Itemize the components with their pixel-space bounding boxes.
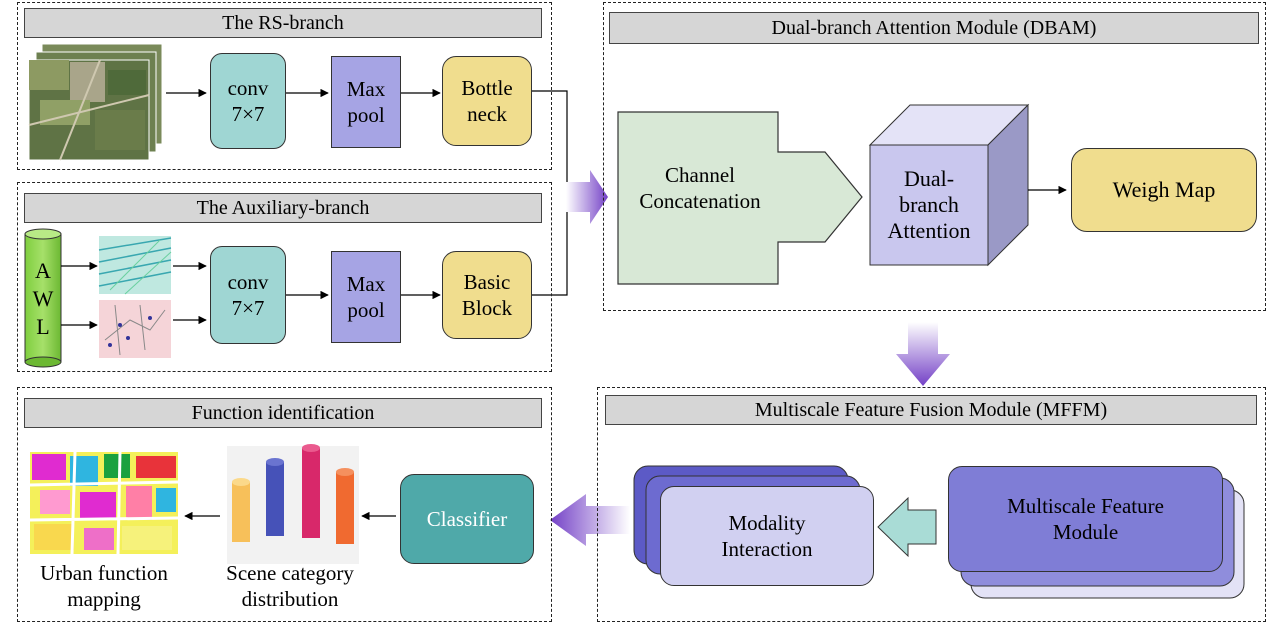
function-id-panel: Function identification: [17, 387, 552, 622]
merge-arrow: [566, 170, 608, 224]
mffm-panel: Multiscale Feature Fusion Module (MFFM): [597, 387, 1266, 622]
aux-maxpool-block: Max pool: [331, 251, 401, 343]
dual-branch-attention-label: Dual- branch Attention: [887, 166, 971, 243]
satellite-image-stack: [28, 43, 163, 161]
weigh-map-block: Weigh Map: [1071, 148, 1257, 232]
rs-conv-block: conv 7×7: [210, 53, 286, 149]
aux-basic-block: Basic Block: [442, 251, 532, 339]
classifier-block: Classifier: [400, 474, 534, 564]
rs-branch-title: The RS-branch: [24, 8, 542, 38]
scene-category-label: Scene category distribution: [226, 561, 354, 611]
cylinder-letter-w: W: [32, 286, 54, 311]
mffm-title: Multiscale Feature Fusion Module (MFFM): [605, 395, 1257, 425]
cylinder-letter-a: A: [35, 258, 51, 283]
rs-bottleneck-block: Bottle neck: [442, 56, 532, 146]
dbam-title: Dual-branch Attention Module (DBAM): [609, 12, 1259, 44]
awl-cylinder: [24, 228, 62, 368]
function-id-title: Function identification: [24, 398, 542, 428]
feature-to-interaction-arrow: [877, 496, 937, 558]
dbam-panel: Dual-branch Attention Module (DBAM): [603, 2, 1266, 311]
modality-interaction-block: Modality Interaction: [660, 486, 874, 586]
urban-function-mapping-label: Urban function mapping: [40, 561, 168, 611]
aux-branch-panel: The Auxiliary-branch: [17, 182, 552, 372]
attention-cube: [868, 103, 1030, 267]
channel-concatenation-label: Channel Concatenation: [639, 163, 761, 213]
aux-map-thumbnails: [98, 236, 172, 358]
aux-conv-block: conv 7×7: [210, 246, 286, 344]
rs-maxpool-block: Max pool: [331, 56, 401, 148]
aux-branch-title: The Auxiliary-branch: [24, 193, 542, 223]
left-arrow: [550, 494, 630, 546]
multiscale-feature-module-block: Multiscale Feature Module: [948, 466, 1223, 572]
scene-bar-chart-icon: [227, 444, 359, 564]
rs-branch-panel: The RS-branch: [17, 2, 552, 170]
down-arrow: [896, 322, 950, 386]
cylinder-letter-l: L: [36, 314, 50, 339]
urban-function-map-image: [29, 451, 179, 555]
connector-arrows: [61, 88, 1067, 521]
concat-arrow-shape: [617, 111, 863, 285]
